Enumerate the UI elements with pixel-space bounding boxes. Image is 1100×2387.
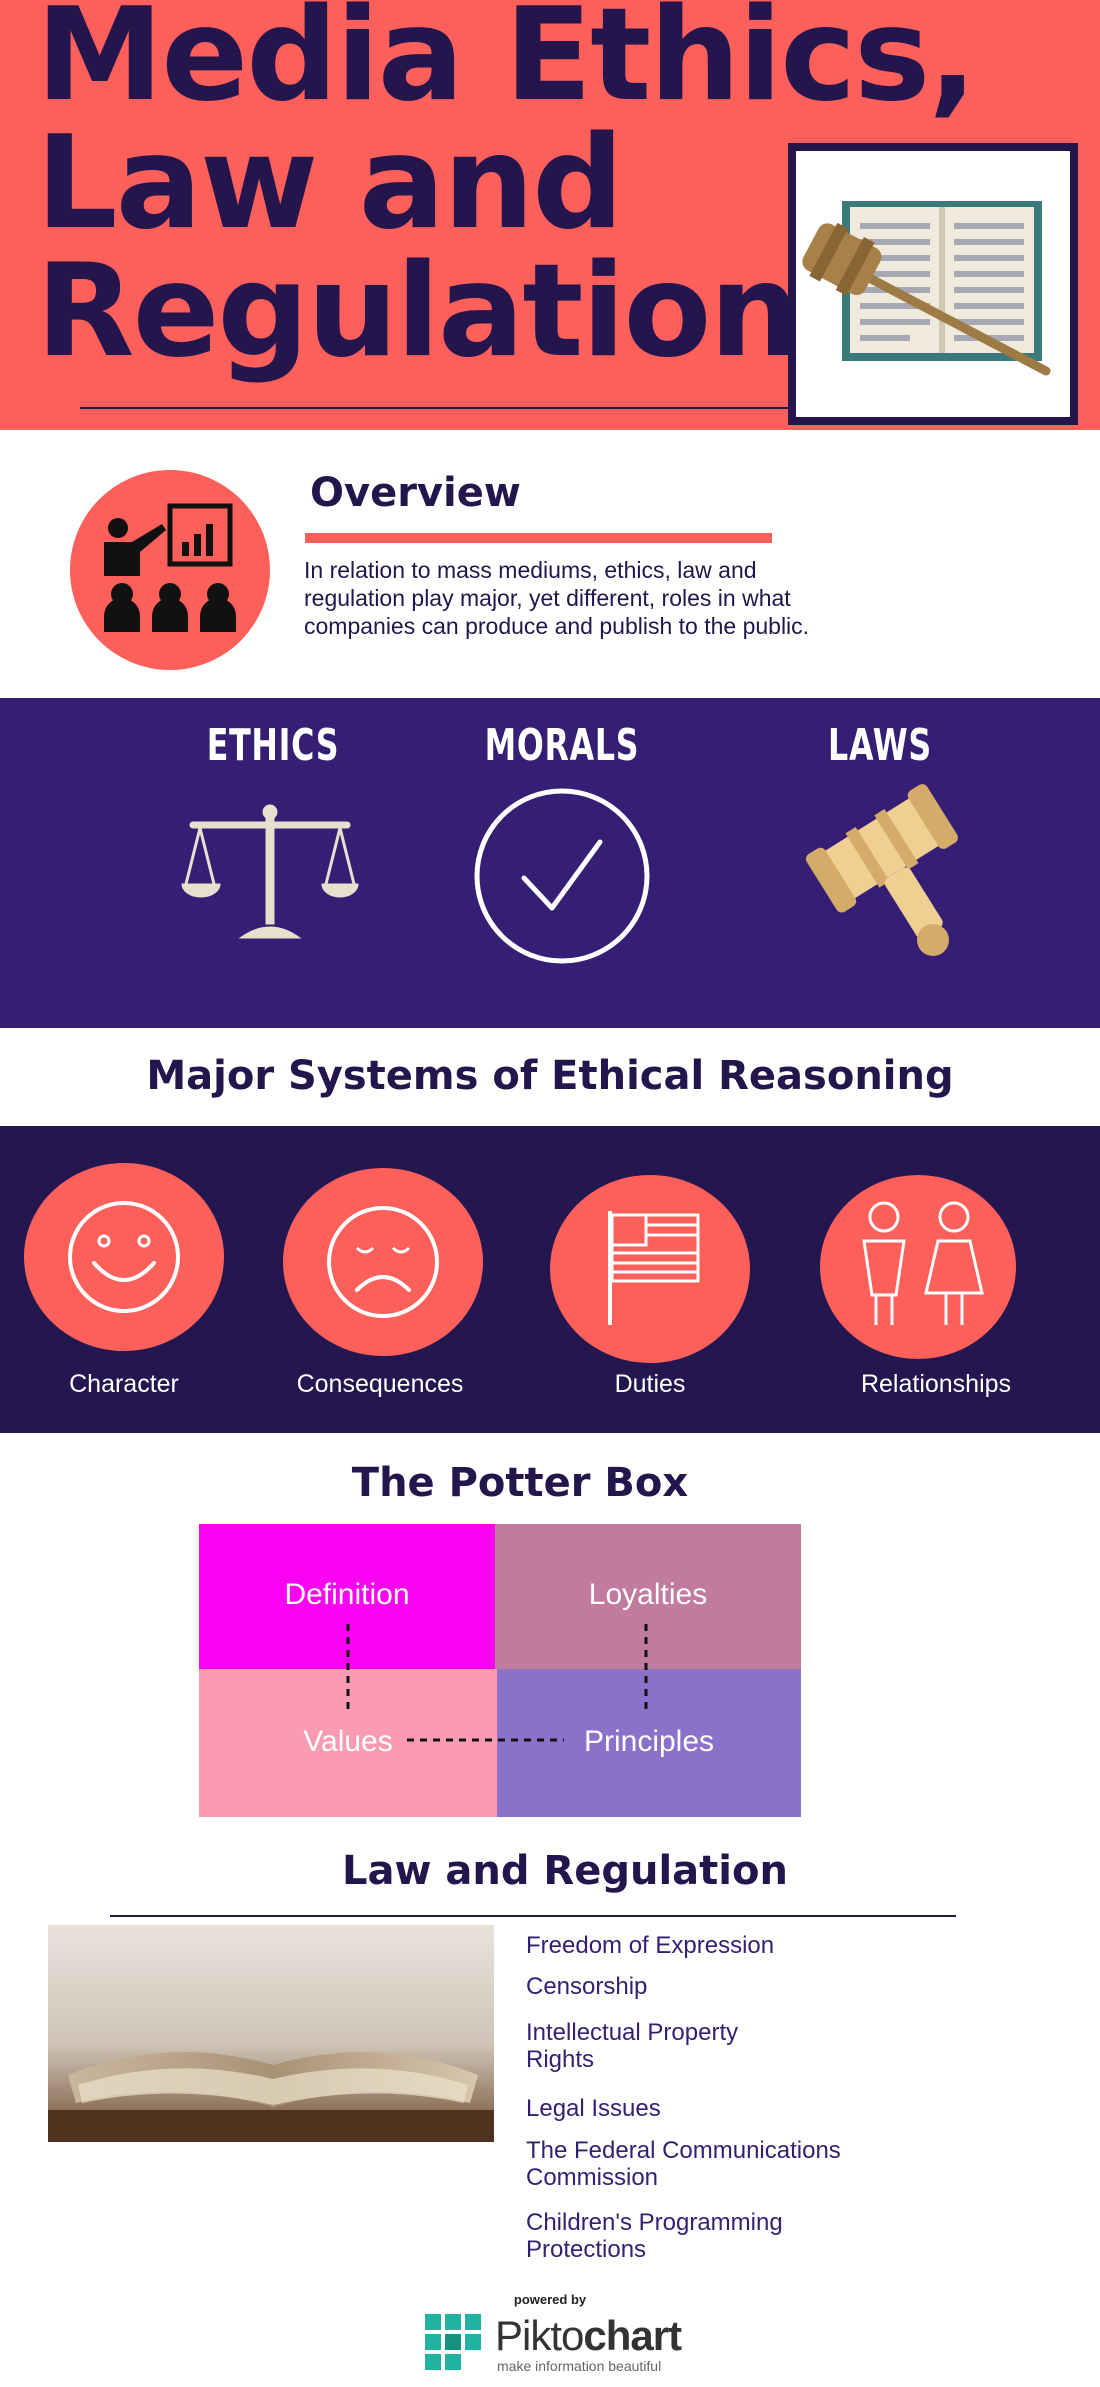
brand-light-text: Pikto	[495, 2312, 584, 2359]
header-banner: Media Ethics, Law and Regulation	[0, 0, 1100, 430]
checkmark-circle-icon	[474, 788, 650, 964]
piktochart-wordmark: Piktochart	[495, 2312, 682, 2360]
law-topic-item: The Federal Communications Commission	[526, 2137, 841, 2191]
scales-icon	[181, 804, 359, 939]
law-divider	[110, 1915, 956, 1917]
relationships-circle	[820, 1175, 1016, 1359]
pillar-label-morals: MORALS	[484, 720, 640, 771]
overview-icon-circle	[70, 470, 270, 670]
piktochart-tagline: make information beautiful	[497, 2358, 662, 2374]
title-line-2: Law and	[36, 109, 624, 258]
potter-label-loyalties: Loyalties	[588, 1578, 708, 1611]
potter-box-connectors	[346, 1624, 648, 1742]
potter-label-principles: Principles	[583, 1725, 715, 1758]
gavel-book-frame	[788, 143, 1078, 425]
flag-icon	[608, 1211, 700, 1325]
law-topic-item: Freedom of Expression	[526, 1932, 775, 1959]
powered-by-label: powered by	[513, 2292, 587, 2307]
title-line-3: Regulation	[36, 237, 800, 386]
system-label-duties: Duties	[614, 1370, 686, 1398]
header-divider	[80, 407, 788, 409]
potter-label-values: Values	[303, 1725, 393, 1758]
law-topic-item: Intellectual Property Rights	[526, 2019, 739, 2073]
man-woman-icon	[862, 1201, 984, 1325]
consequences-circle	[283, 1168, 483, 1356]
system-label-character: Character	[69, 1370, 179, 1398]
systems-heading: Major Systems of Ethical Reasoning	[146, 1053, 954, 1099]
potter-cell-principles: Principles	[497, 1669, 801, 1817]
gavel-on-book-icon	[802, 201, 1051, 376]
sad-face-icon	[327, 1206, 439, 1318]
piktochart-mark-icon	[425, 2314, 481, 2370]
character-circle	[24, 1163, 224, 1351]
piktochart-logo: Piktochart make information beautiful	[425, 2312, 685, 2376]
potter-cell-loyalties: Loyalties	[495, 1524, 801, 1669]
overview-text: In relation to mass mediums, ethics, law…	[304, 557, 810, 639]
potter-cell-definition: Definition	[199, 1524, 495, 1669]
law-topic-item: Censorship	[526, 1973, 648, 2000]
title-line-1: Media Ethics,	[36, 0, 977, 130]
presentation-audience-icon	[104, 503, 236, 632]
overview-heading: Overview	[310, 470, 521, 516]
law-heading: Law and Regulation	[342, 1848, 788, 1894]
law-topic-item: Children's Programming Protections	[526, 2209, 783, 2263]
smiley-face-icon	[68, 1201, 180, 1313]
open-book-photo	[48, 1925, 494, 2142]
pillar-label-ethics: ETHICS	[206, 720, 340, 771]
potter-box-heading: The Potter Box	[351, 1460, 689, 1506]
gavel-icon	[805, 784, 958, 956]
brand-bold-text: chart	[583, 2312, 682, 2359]
page-title: Media Ethics, Law and Regulation	[36, 0, 977, 386]
duties-circle	[550, 1175, 750, 1363]
law-topic-item: Legal Issues	[526, 2095, 661, 2122]
system-label-consequences: Consequences	[296, 1370, 464, 1398]
pillar-label-laws: LAWS	[828, 720, 932, 771]
system-label-relationships: Relationships	[860, 1370, 1012, 1398]
overview-underline	[305, 533, 772, 543]
potter-label-definition: Definition	[284, 1578, 410, 1611]
